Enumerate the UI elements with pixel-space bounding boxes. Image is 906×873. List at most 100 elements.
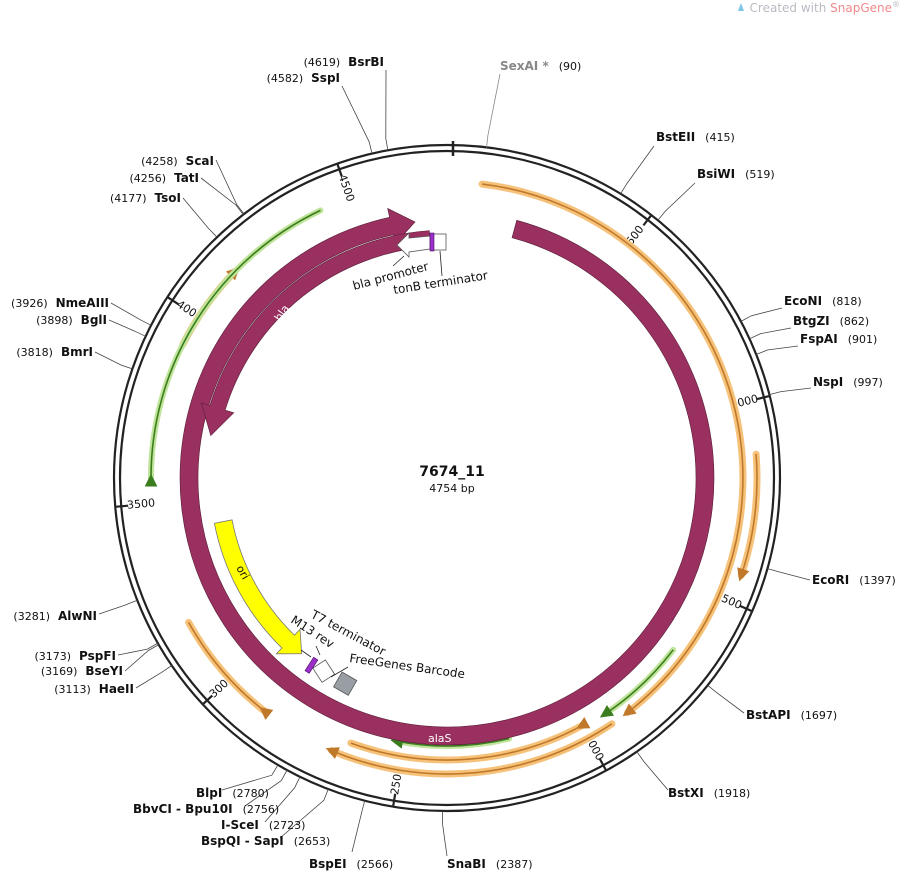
site-leader-line xyxy=(707,684,745,714)
restriction-site-label[interactable]: (3173)PspFI xyxy=(34,649,116,663)
tick-mark xyxy=(598,758,608,772)
site-leader-line xyxy=(620,145,655,195)
feature-alaS-arrow[interactable] xyxy=(179,207,715,746)
restriction-site-label[interactable]: SnaBI(2387) xyxy=(447,857,532,871)
site-leader-line xyxy=(351,800,366,853)
tick-mark xyxy=(202,694,214,706)
backbone-outer xyxy=(112,143,782,813)
restriction-site-label[interactable]: BstAPI(1697) xyxy=(746,708,837,722)
restriction-site-label[interactable]: BbvCI - Bpu10I(2756) xyxy=(133,802,279,816)
restriction-site-label[interactable]: BsiWI(519) xyxy=(697,167,775,181)
restriction-site-label[interactable]: NspI(997) xyxy=(813,375,883,389)
site-leader-line xyxy=(110,302,152,326)
restriction-site-label[interactable]: (4177)TsoI xyxy=(110,191,181,205)
feature-FreeGenes-barcode[interactable] xyxy=(333,671,358,696)
backbone-inner xyxy=(118,149,776,807)
orf-tracks xyxy=(179,180,761,778)
restriction-site-label[interactable]: (4582)SspI xyxy=(267,71,340,85)
primer-track[interactable] xyxy=(390,736,510,749)
tick-mark xyxy=(336,163,343,177)
site-leader-line xyxy=(98,599,138,615)
watermark-brand: SnapGene xyxy=(830,1,892,15)
snapgene-watermark: Created with SnapGene® xyxy=(736,0,900,15)
primer-track[interactable] xyxy=(144,209,321,487)
restriction-site-label[interactable]: BstXI(1918) xyxy=(668,786,750,800)
site-leader-line xyxy=(385,69,389,151)
site-leader-line xyxy=(108,319,146,337)
restriction-site-label[interactable]: (3113)HaeII xyxy=(54,682,134,696)
site-leader-line xyxy=(244,769,288,807)
restriction-site-label[interactable]: (3898)BglI xyxy=(36,313,107,327)
feature-tonB-primer-mark xyxy=(429,232,435,252)
site-leader-line xyxy=(221,764,279,791)
feature-T7-terminator[interactable] xyxy=(312,659,336,683)
primer-track[interactable] xyxy=(599,649,674,718)
restriction-sites: SexAI *(90) BstEII(415) BsiWI(519) EcoNI(81… xyxy=(11,55,896,871)
restriction-site-label[interactable]: EcoNI(818) xyxy=(784,294,862,308)
pointer-M13 xyxy=(300,649,312,658)
restriction-site-label[interactable]: (3926)NmeAIII xyxy=(11,296,109,310)
tick-mark xyxy=(115,504,129,508)
pointer-T7 xyxy=(315,645,321,656)
feature-tonB-terminator[interactable] xyxy=(432,233,447,251)
restriction-site-label[interactable]: (4258)ScaI xyxy=(141,154,214,168)
restriction-site-label[interactable]: (4256)TatI xyxy=(129,171,199,185)
watermark-suffix: ® xyxy=(892,0,900,9)
site-leader-line xyxy=(756,345,799,355)
restriction-site-label[interactable]: (3818)BmrI xyxy=(16,345,93,359)
restriction-site-label[interactable]: BspQI - SapI(2653) xyxy=(201,834,330,848)
site-leader-line xyxy=(657,182,696,221)
site-leader-line xyxy=(94,351,133,370)
orf-track[interactable] xyxy=(482,183,744,717)
tick-mark xyxy=(392,793,397,807)
tick-mark xyxy=(166,296,179,306)
feature-M13-rev[interactable] xyxy=(304,656,319,674)
feature-bla-arrow[interactable] xyxy=(200,230,431,437)
label-alaS-inline: alaS xyxy=(428,732,452,745)
restriction-site-label[interactable]: SexAI *(90) xyxy=(500,59,581,73)
tick-mark xyxy=(642,214,653,227)
site-leader-line xyxy=(341,85,373,154)
site-leader-line xyxy=(636,751,669,791)
site-leader-line xyxy=(441,810,448,857)
site-leader-line xyxy=(740,307,783,322)
label-FreeGenes-barcode: FreeGenes Barcode xyxy=(349,651,466,681)
site-leader-line xyxy=(124,644,159,672)
restriction-site-label[interactable]: (3169)BseYI xyxy=(41,664,123,678)
plasmid-name: 7674_11 xyxy=(419,464,484,480)
pointer-tonB xyxy=(439,250,443,277)
restriction-site-label[interactable]: BlpI(2780) xyxy=(196,786,269,800)
restriction-site-label[interactable]: FspAI(901) xyxy=(800,332,877,346)
orf-track[interactable] xyxy=(325,723,613,775)
feature-ori-arrow[interactable] xyxy=(213,519,303,655)
restriction-site-label[interactable]: BspEI(2566) xyxy=(309,857,393,871)
restriction-site-label[interactable]: EcoRI(1397) xyxy=(812,573,896,587)
site-leader-line xyxy=(135,665,173,689)
orf-track[interactable] xyxy=(187,622,274,720)
restriction-site-label[interactable]: BtgZI(862) xyxy=(793,314,869,328)
tick-mark xyxy=(756,394,770,401)
site-leader-line xyxy=(117,642,158,656)
orf-track[interactable] xyxy=(350,717,591,761)
restriction-site-label[interactable]: I-SceI(2723) xyxy=(221,818,305,832)
label-ori-inline: ori xyxy=(233,563,251,582)
pointer-barcode xyxy=(330,666,349,678)
site-leader-line xyxy=(215,159,245,215)
primer-tracks xyxy=(144,207,677,749)
site-leader-line xyxy=(264,776,301,823)
plasmid-length: 4754 bp xyxy=(429,482,474,495)
site-leader-line xyxy=(486,73,501,148)
tick-label: 3500 xyxy=(127,496,156,511)
watermark-prefix: Created with xyxy=(749,1,831,15)
feature-bla-promoter[interactable] xyxy=(396,232,431,258)
site-leader-line xyxy=(749,327,792,340)
restriction-site-label[interactable]: (4619)BsrBI xyxy=(304,55,384,69)
orf-track[interactable] xyxy=(737,454,758,582)
restriction-site-label[interactable]: (3281)AlwNI xyxy=(13,609,97,623)
tick-label: 4500 xyxy=(336,173,357,204)
pointer-bla-promoter xyxy=(392,255,405,267)
tick-mark xyxy=(739,605,753,613)
restriction-site-label[interactable]: BstEII(415) xyxy=(656,130,735,144)
site-leader-line xyxy=(767,568,811,581)
